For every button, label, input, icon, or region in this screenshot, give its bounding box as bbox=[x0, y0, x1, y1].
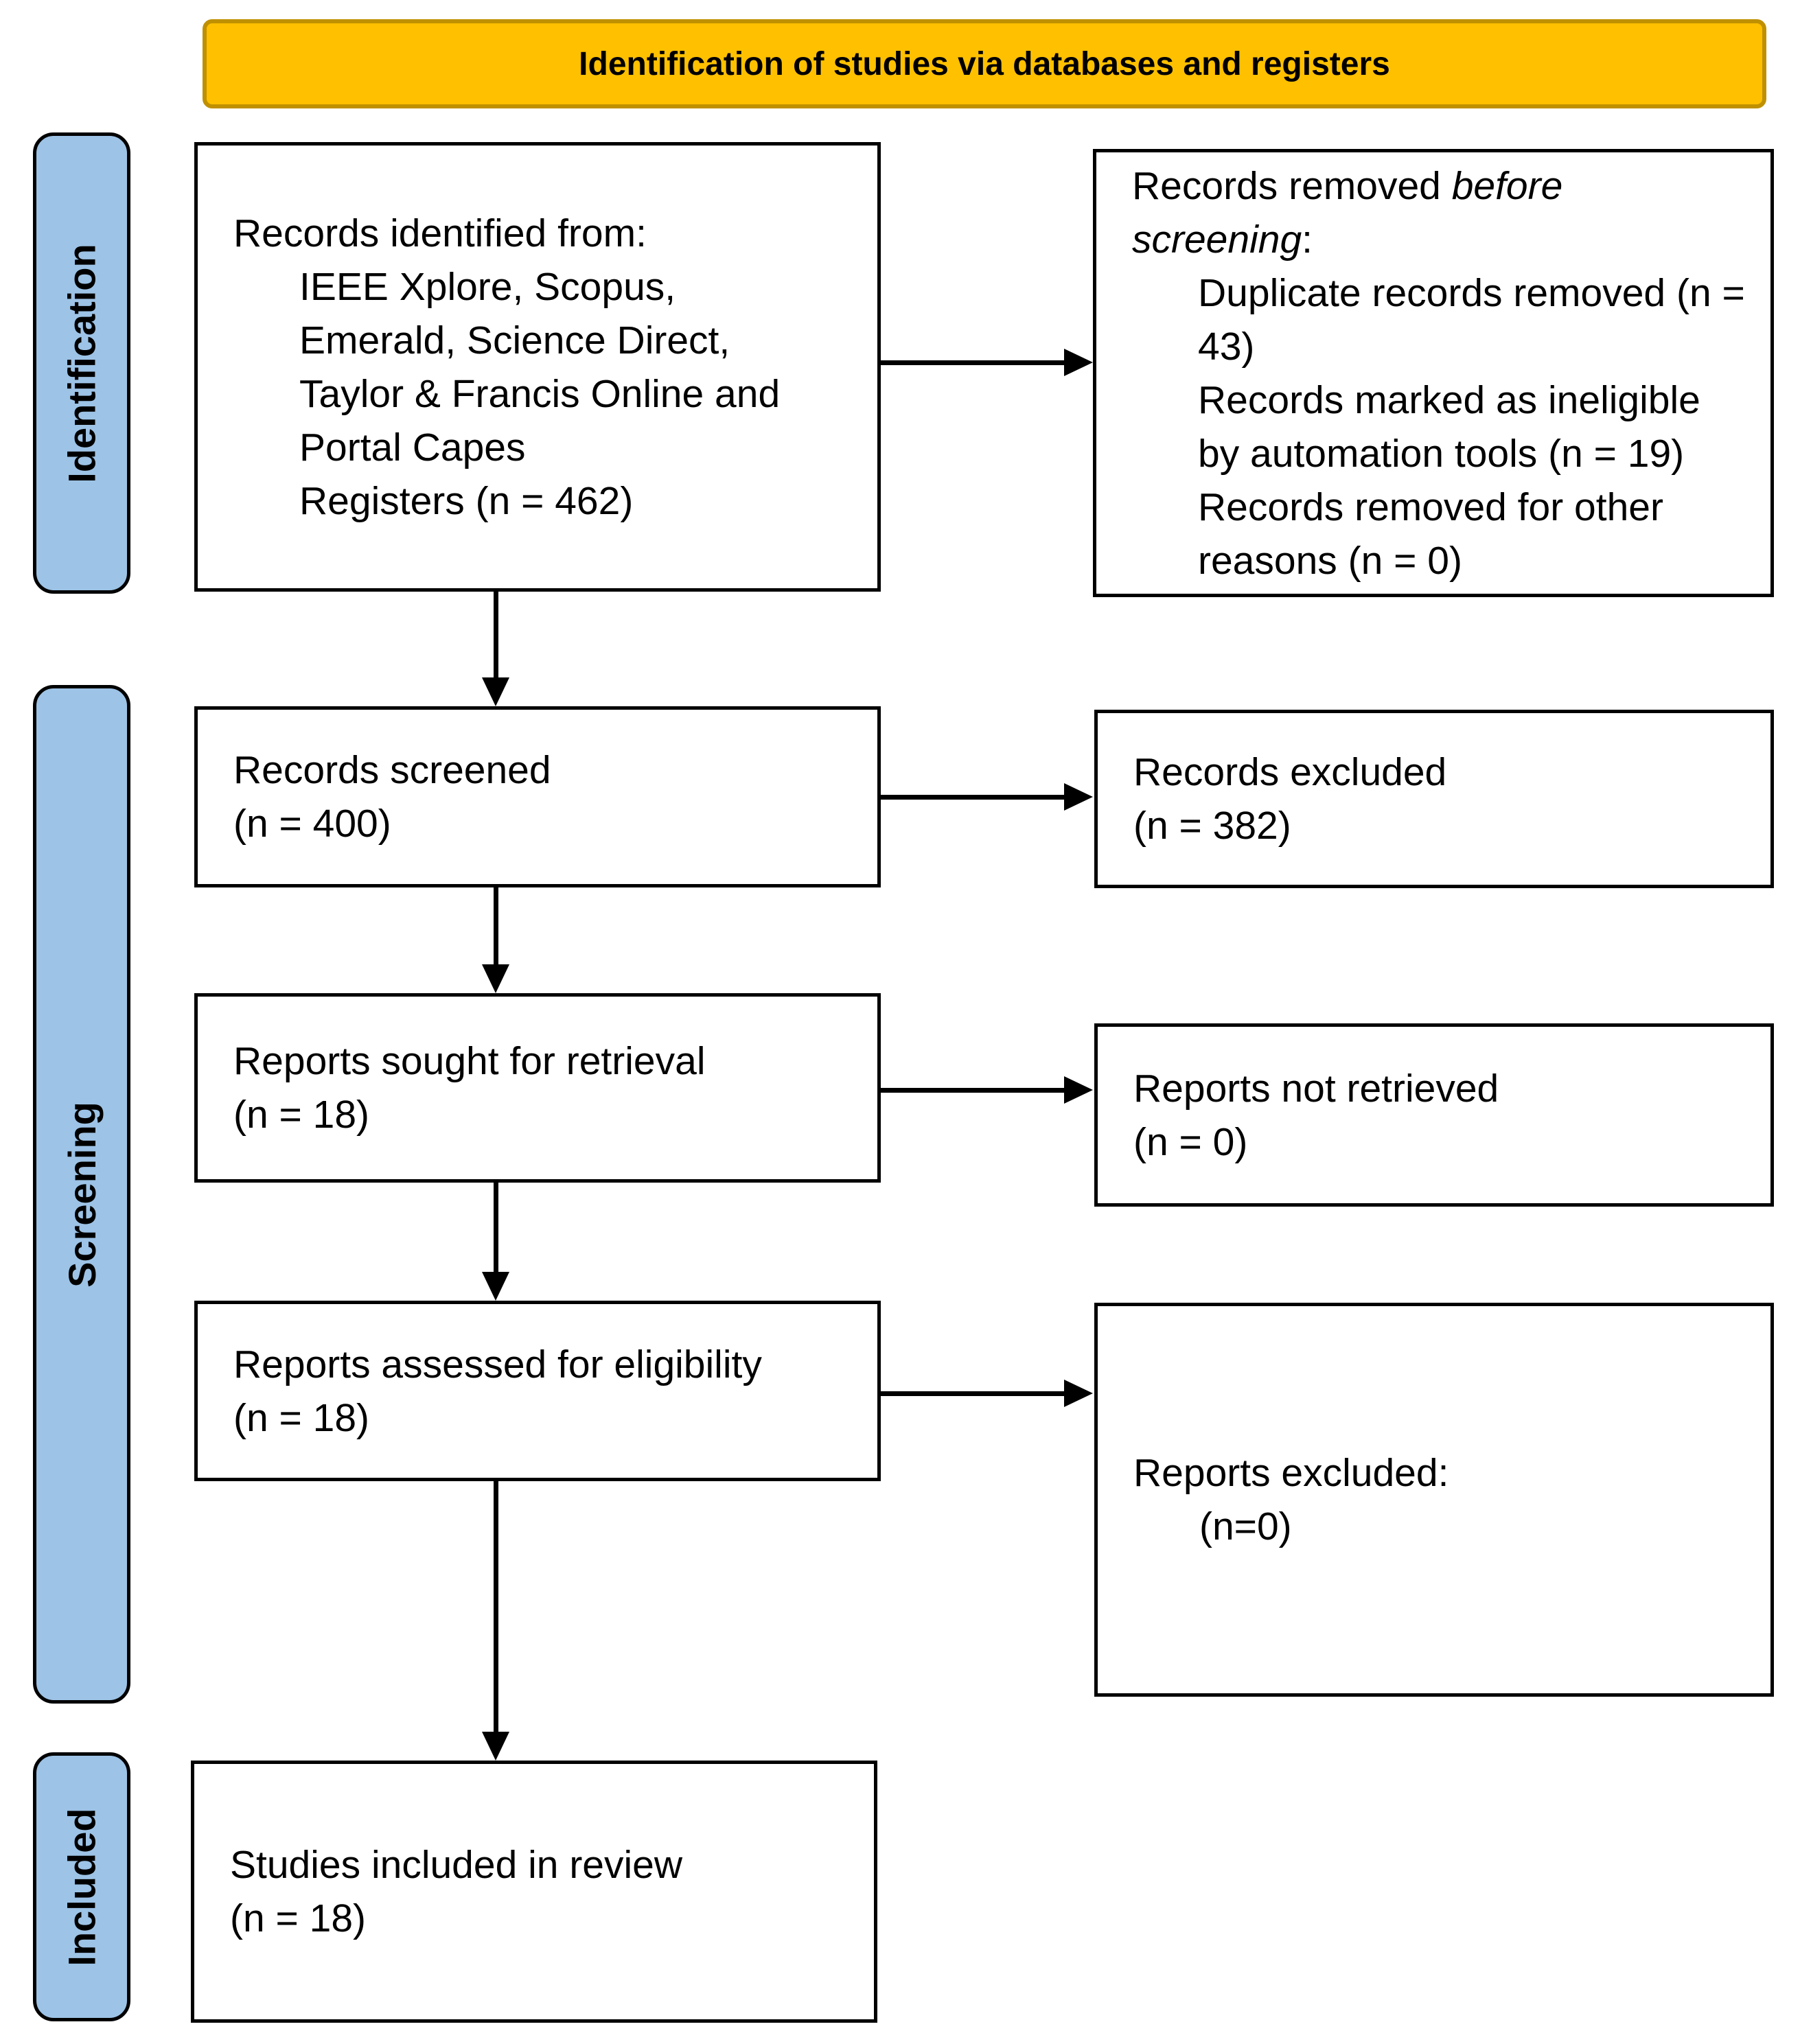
records-screened-label: Records screened bbox=[233, 748, 551, 792]
box-studies-included: Studies included in review (n = 18) bbox=[191, 1761, 877, 2023]
records-removed-item: Records removed for other reasons (n = 0… bbox=[1198, 485, 1663, 583]
records-screened-count: (n = 400) bbox=[233, 802, 391, 846]
reports-not-retrieved-count: (n = 0) bbox=[1133, 1119, 1248, 1164]
records-excluded-count: (n = 382) bbox=[1133, 804, 1291, 848]
records-identified-source: Portal Capes bbox=[299, 425, 526, 469]
records-identified-source: Taylor & Francis Online and bbox=[299, 371, 781, 416]
records-removed-intro-suffix: : bbox=[1302, 217, 1313, 262]
records-identified-source: Registers (n = 462) bbox=[299, 478, 634, 523]
reports-assessed-count: (n = 18) bbox=[233, 1395, 370, 1440]
box-reports-excluded: Reports excluded: (n=0) bbox=[1094, 1303, 1774, 1697]
records-removed-intro-italic: before screening bbox=[1132, 163, 1563, 262]
box-records-excluded: Records excluded (n = 382) bbox=[1094, 710, 1774, 888]
box-reports-not-retrieved: Reports not retrieved (n = 0) bbox=[1094, 1023, 1774, 1207]
stage-label-identification-text: Identification bbox=[60, 243, 104, 483]
box-records-screened: Records screened (n = 400) bbox=[194, 706, 881, 887]
records-identified-source: IEEE Xplore, Scopus, bbox=[299, 264, 676, 309]
studies-included-label: Studies included in review bbox=[230, 1843, 683, 1887]
records-removed-item: Records marked as ineligible by automati… bbox=[1198, 378, 1700, 476]
box-reports-assessed: Reports assessed for eligibility (n = 18… bbox=[194, 1301, 881, 1481]
box-records-identified: Records identified from: IEEE Xplore, Sc… bbox=[194, 142, 881, 592]
stage-label-screening: Screening bbox=[33, 685, 130, 1704]
records-identified-intro: Records identified from: bbox=[233, 211, 647, 255]
reports-excluded-count: (n=0) bbox=[1199, 1505, 1292, 1548]
reports-assessed-label: Reports assessed for eligibility bbox=[233, 1342, 762, 1386]
records-removed-intro-prefix: Records removed bbox=[1132, 163, 1452, 208]
records-excluded-label: Records excluded bbox=[1133, 750, 1447, 794]
reports-not-retrieved-label: Reports not retrieved bbox=[1133, 1066, 1499, 1111]
records-identified-source: Emerald, Science Direct, bbox=[299, 318, 730, 362]
stage-label-identification: Identification bbox=[33, 132, 130, 594]
stage-label-included: Included bbox=[33, 1752, 130, 2021]
stage-label-included-text: Included bbox=[60, 1807, 104, 1966]
diagram-header: Identification of studies via databases … bbox=[203, 19, 1766, 108]
studies-included-count: (n = 18) bbox=[230, 1896, 367, 1940]
records-removed-item: Duplicate records removed (n = 43) bbox=[1198, 270, 1745, 369]
box-reports-sought: Reports sought for retrieval (n = 18) bbox=[194, 993, 881, 1183]
diagram-header-title: Identification of studies via databases … bbox=[579, 45, 1390, 82]
stage-label-screening-text: Screening bbox=[60, 1101, 104, 1288]
reports-sought-label: Reports sought for retrieval bbox=[233, 1039, 706, 1083]
box-records-removed: Records removed before screening: Duplic… bbox=[1093, 149, 1774, 597]
records-removed-intro: Records removed before screening: bbox=[1132, 159, 1751, 266]
reports-excluded-label: Reports excluded: bbox=[1133, 1451, 1449, 1495]
reports-sought-count: (n = 18) bbox=[233, 1093, 370, 1137]
